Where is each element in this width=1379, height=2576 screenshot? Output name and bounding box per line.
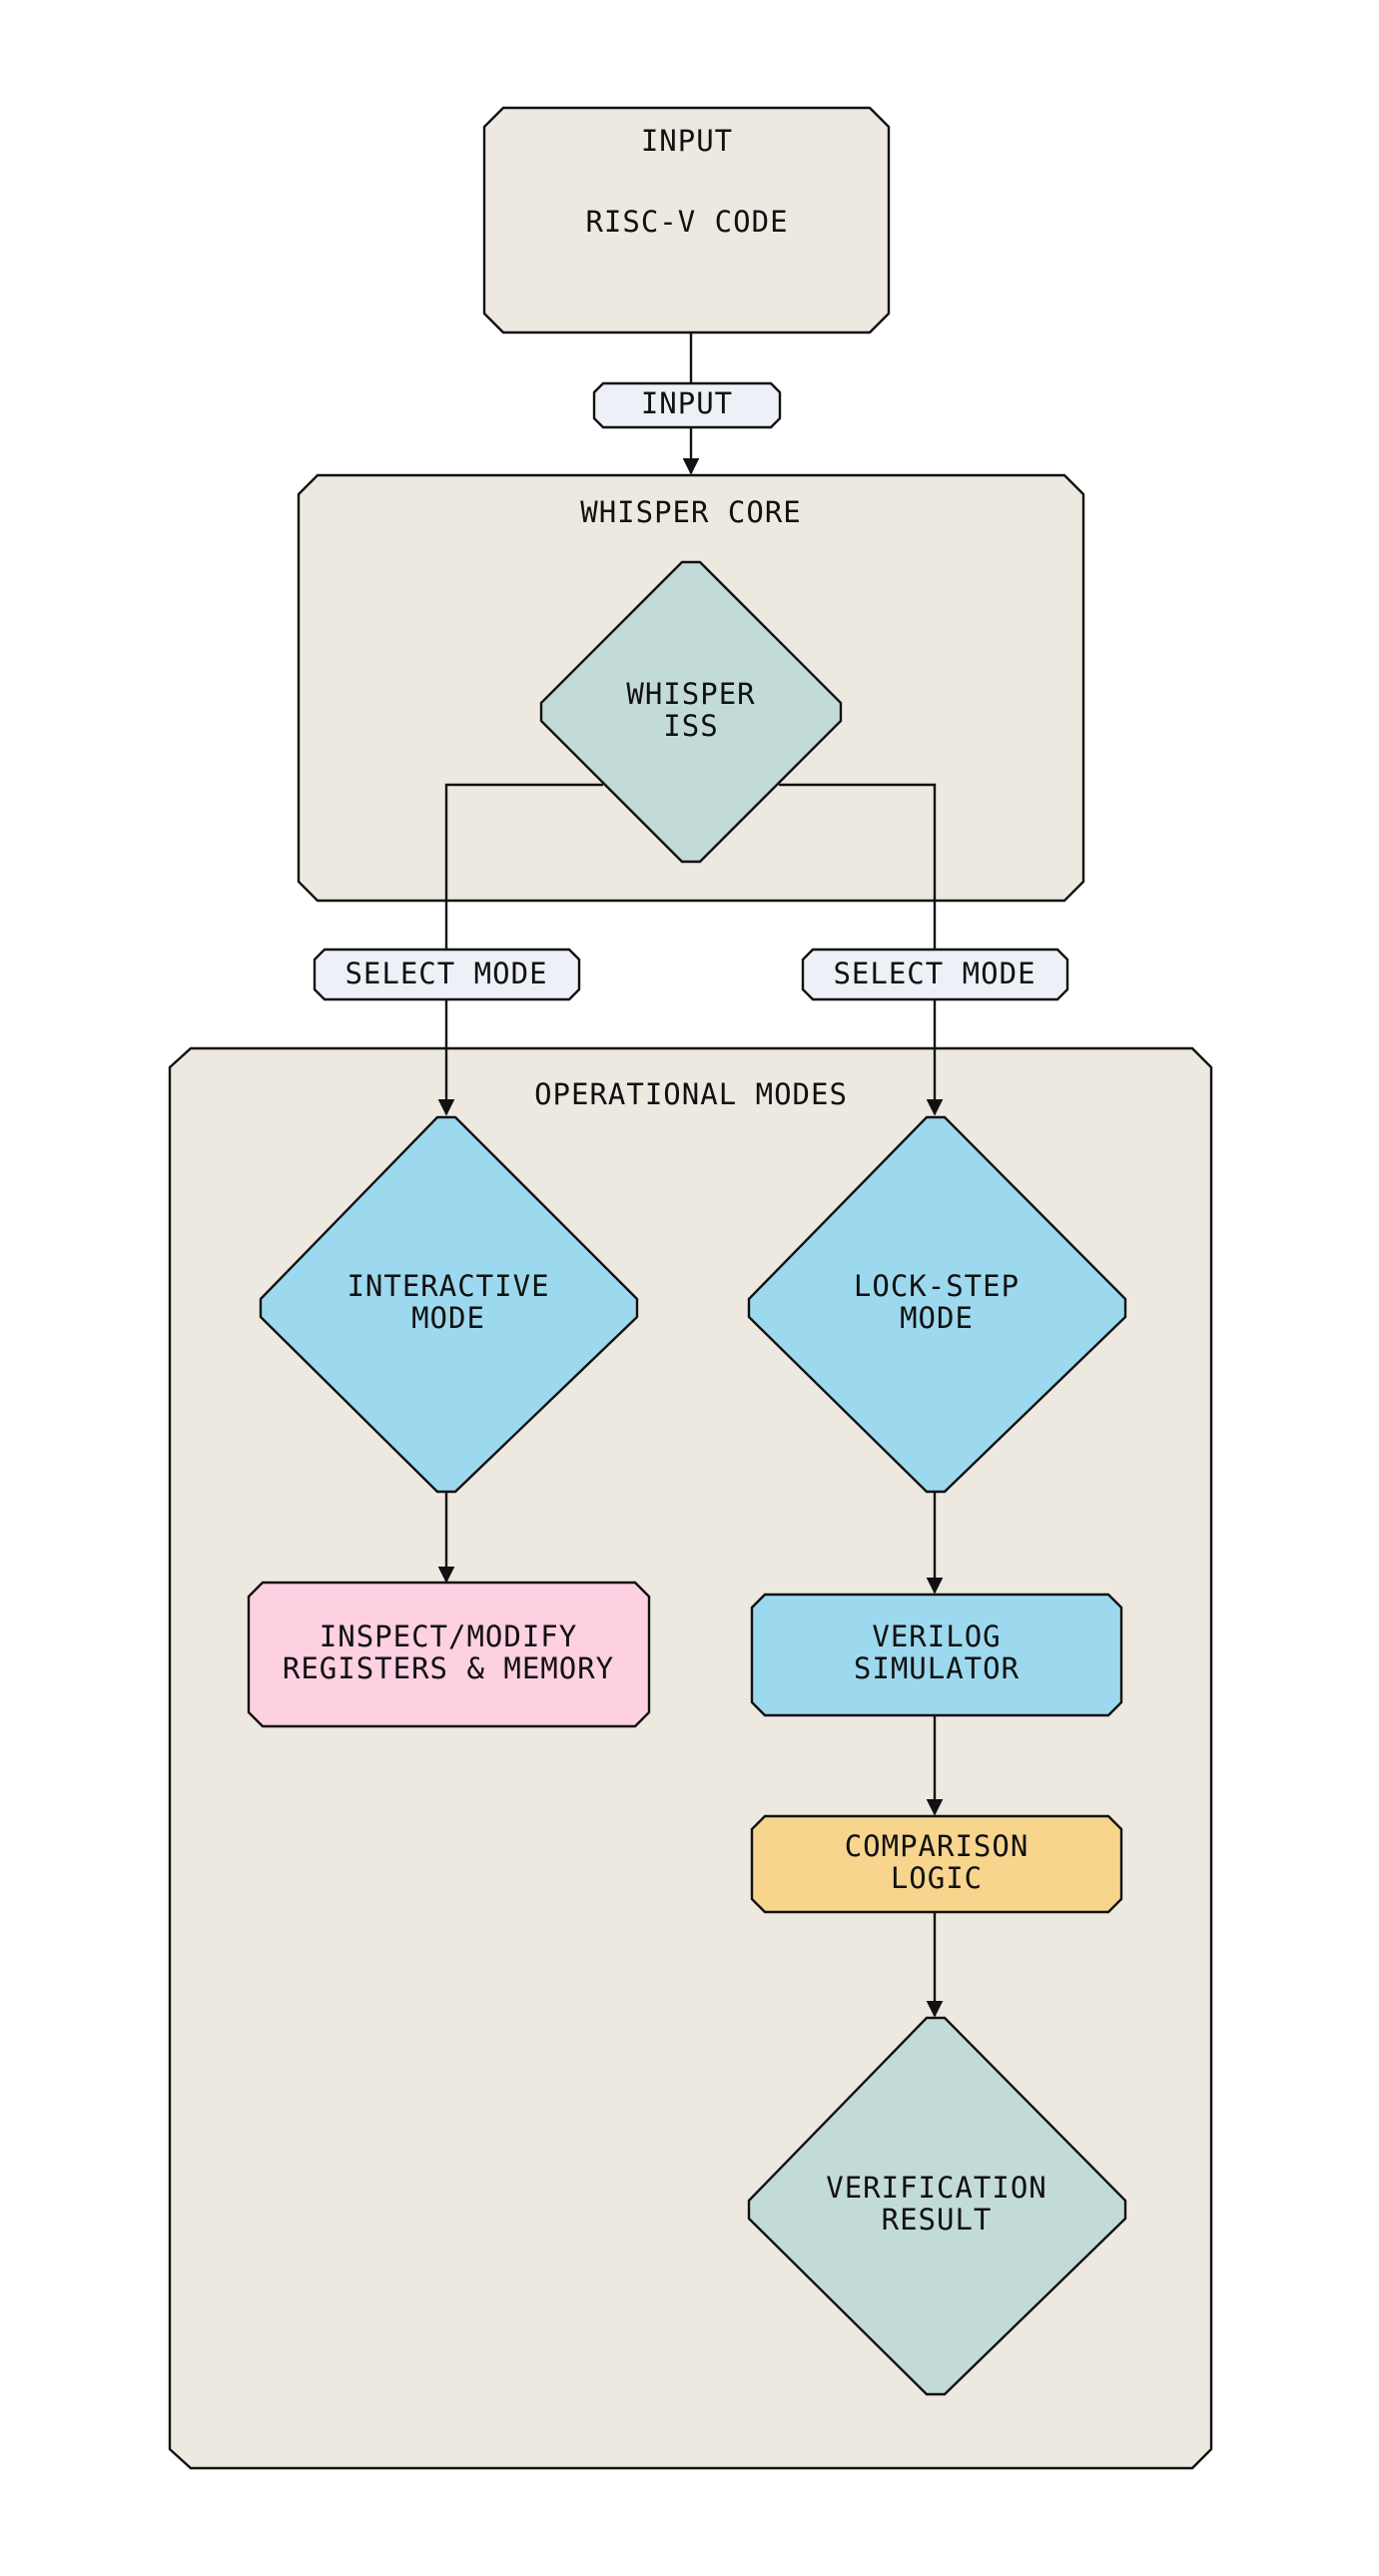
inspect-modify-label-line1: INSPECT/MODIFY <box>320 1619 577 1653</box>
select-mode-right-box <box>801 948 1069 1001</box>
interactive-mode-label-line1: INTERACTIVE <box>346 1269 549 1303</box>
inspect-modify-label-line2: REGISTERS & MEMORY <box>283 1651 614 1685</box>
inspect-modify-node <box>247 1581 651 1728</box>
comparison-logic-label-line2: LOGIC <box>891 1861 983 1895</box>
verification-result-label-line1: VERIFICATION <box>826 2171 1047 2205</box>
select-mode-left-box <box>313 948 581 1001</box>
input-container-body: RISC-V CODE <box>585 205 788 239</box>
verilog-simulator-label-line2: SIMULATOR <box>854 1651 1020 1685</box>
interactive-mode-node <box>259 1115 639 1494</box>
input-container <box>482 106 891 334</box>
verilog-simulator-node <box>750 1593 1123 1717</box>
select-mode-left-label: SELECT MODE <box>345 957 547 990</box>
select-mode-right-label: SELECT MODE <box>833 957 1035 990</box>
lockstep-mode-label-line2: MODE <box>900 1301 974 1335</box>
input-edge-label: INPUT <box>641 386 733 420</box>
interactive-mode-label-line2: MODE <box>411 1301 485 1335</box>
edge-iss-to-select-right <box>779 783 937 950</box>
edge-iss-to-select-left <box>444 783 603 950</box>
comparison-logic-label-line1: COMPARISON <box>845 1829 1030 1863</box>
lockstep-mode-node <box>747 1115 1127 1494</box>
comparison-logic-node <box>750 1814 1123 1914</box>
whisper-iss-node <box>539 560 843 864</box>
input-edge-label-box <box>592 381 782 429</box>
verification-result-node <box>747 2016 1127 2396</box>
whisper-iss-label-line1: WHISPER <box>626 677 755 711</box>
operational-modes-title: OPERATIONAL MODES <box>534 1077 848 1111</box>
lockstep-mode-label-line1: LOCK-STEP <box>854 1269 1020 1303</box>
verilog-simulator-label-line1: VERILOG <box>872 1619 1001 1653</box>
input-container-title: INPUT <box>641 124 733 158</box>
verification-result-label-line2: RESULT <box>882 2203 993 2237</box>
whisper-core-title: WHISPER CORE <box>580 495 802 529</box>
whisper-iss-label-line2: ISS <box>663 709 718 743</box>
